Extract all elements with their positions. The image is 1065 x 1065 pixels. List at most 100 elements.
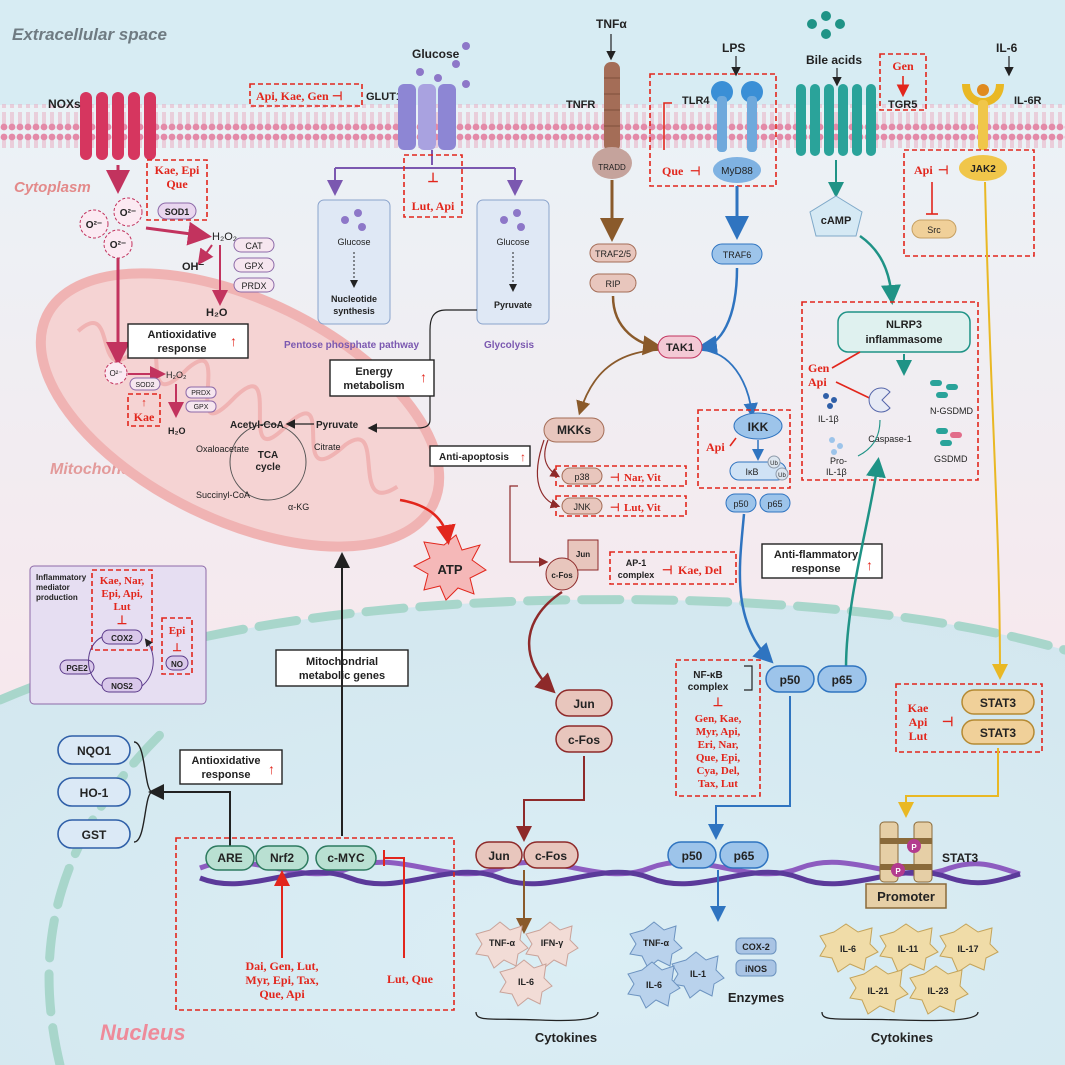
traf6-to-tak1: [697, 267, 739, 356]
pge2-label: PGE2: [66, 664, 88, 673]
inos-node: [735, 959, 777, 977]
nrf2-inh-2: Myr, Epi, Tax,: [245, 973, 318, 987]
ikk-node: [733, 412, 783, 440]
nuc-cfos: c-Fos: [568, 733, 600, 747]
traf6-label: TRAF6: [723, 250, 752, 260]
nuc-antiox-1: Antioxidative: [191, 755, 260, 767]
mito-gpx-node: [185, 400, 217, 413]
are-to-antiox: [148, 784, 231, 846]
ap1-cfos: c-Fos: [551, 571, 573, 580]
gst-node: [57, 819, 131, 849]
ap1-to-nucleus: [528, 590, 563, 694]
ho1-node: [57, 777, 131, 807]
no-node: [165, 655, 189, 671]
anti-apoptosis-box: [429, 445, 531, 467]
tak1-to-mkks: [576, 349, 659, 416]
nuc-cfos-node: [555, 725, 613, 753]
cat-node: [233, 237, 275, 253]
myd88-label: MyD88: [721, 166, 753, 177]
dna-jun: Jun: [488, 849, 509, 863]
tnfr-receptor: [592, 62, 632, 179]
anti-apop-up: ↑: [520, 450, 526, 464]
cyto-brace-2: [821, 1011, 979, 1022]
stat-cyto-3: IL-17: [957, 944, 978, 954]
cat-label: CAT: [245, 241, 263, 251]
sod1-inh-1: Kae, Epi: [155, 163, 200, 177]
enzyme-1: COX-2: [742, 942, 770, 952]
nfkb-cyto-3: IL-6: [646, 980, 662, 990]
sod1-inhibitor-box: [146, 159, 208, 221]
il6-label: IL-6: [996, 41, 1018, 55]
ap1-cytokines: [475, 921, 579, 1007]
stat3-inh-1: Kae: [908, 701, 929, 715]
dna-jun-node: [475, 841, 523, 869]
sod2-node: [129, 377, 161, 391]
pro-il1b-2: IL-1β: [826, 467, 847, 477]
epi-no: Epi: [169, 625, 186, 637]
cox2-inh-2: Epi, Api,: [101, 588, 143, 600]
gen-inh-line: [831, 351, 861, 369]
stat-cyto-burst-1: [819, 923, 879, 973]
to-oh-arrow: [197, 244, 214, 266]
tradd-label: TRADD: [598, 163, 626, 172]
nox-receptor: [80, 92, 156, 160]
nqo1-label: NQO1: [77, 744, 111, 758]
api-ikk: Api: [706, 440, 725, 454]
cmyc-node: [315, 845, 377, 871]
ho1-label: HO-1: [80, 786, 109, 800]
p38-inh: Nar, Vit: [624, 472, 661, 484]
kae-up-arrow: ↑: [141, 397, 147, 409]
o2-3: O²⁻: [110, 240, 126, 251]
nfkb-inh-2: Myr, Api,: [696, 726, 741, 738]
no-label: NO: [171, 660, 183, 669]
sod1-conversion-arrow: [145, 221, 212, 246]
src-label: Src: [927, 225, 941, 235]
cmyc-label: c-MYC: [327, 851, 365, 865]
region-nucleus: Nucleus: [100, 1020, 186, 1045]
mkks-label: MKKs: [557, 423, 591, 437]
ikb-label: IκB: [745, 467, 758, 477]
p-2: P: [895, 867, 901, 876]
que-bar: ⊣: [690, 164, 700, 178]
pge2-node: [59, 659, 95, 675]
ap1-cyto-burst-3: [499, 959, 553, 1007]
stat3-cytokines: [819, 923, 999, 1015]
enzymes-label: Enzymes: [728, 990, 784, 1005]
kae-mito: Kae: [134, 410, 155, 424]
gpx-node: [233, 257, 275, 273]
mito-prdx-node: [185, 386, 217, 399]
nrf2-inh-3: Que, Api: [259, 987, 305, 1001]
mito-to-atp-arrow: [399, 498, 456, 545]
akg: α-KG: [288, 502, 309, 512]
gsdmd-molecules: [936, 428, 962, 446]
atp-label: ATP: [437, 562, 462, 577]
mito-prdx: PRDX: [191, 390, 211, 397]
stat3-dimer-label: STAT3: [942, 851, 979, 865]
sod1-inh-2: Que: [166, 177, 188, 191]
il6r-label: IL-6R: [1014, 95, 1042, 107]
gpx-label: GPX: [244, 261, 263, 271]
gly-glucose: Glucose: [496, 237, 529, 247]
stat3-inh-bar: ⊣: [942, 714, 953, 729]
cox2-nos2-loop-r: [141, 638, 154, 687]
nrf2-inh-1: Dai, Gen, Lut,: [245, 959, 318, 973]
ap1-1: AP-1: [626, 558, 647, 568]
gst-label: GST: [82, 828, 107, 842]
cox2-inh-1: Kae, Nar,: [100, 575, 145, 587]
h2o2-label: H₂O₂: [212, 231, 237, 243]
dna-cfos-node: [523, 841, 579, 869]
anti-infl-1: Anti-flammatory: [774, 549, 859, 561]
nlrp3-1: NLRP3: [886, 319, 922, 331]
ikk-label: IKK: [748, 420, 769, 434]
api-ikk-line: [729, 437, 737, 447]
api-jak2-bar: ⊣: [938, 163, 948, 177]
p38-label: p38: [574, 472, 589, 482]
p38-bar: ⊣: [610, 472, 620, 484]
tca-1: TCA: [258, 450, 279, 461]
cox2-enzyme-node: [735, 937, 777, 955]
ikk-box: [697, 409, 791, 489]
nuc-p65-node: [817, 665, 867, 693]
no-inh-box: [161, 617, 193, 675]
nfkb-inh-1: Gen, Kae,: [695, 713, 742, 725]
src-node: [911, 219, 957, 239]
